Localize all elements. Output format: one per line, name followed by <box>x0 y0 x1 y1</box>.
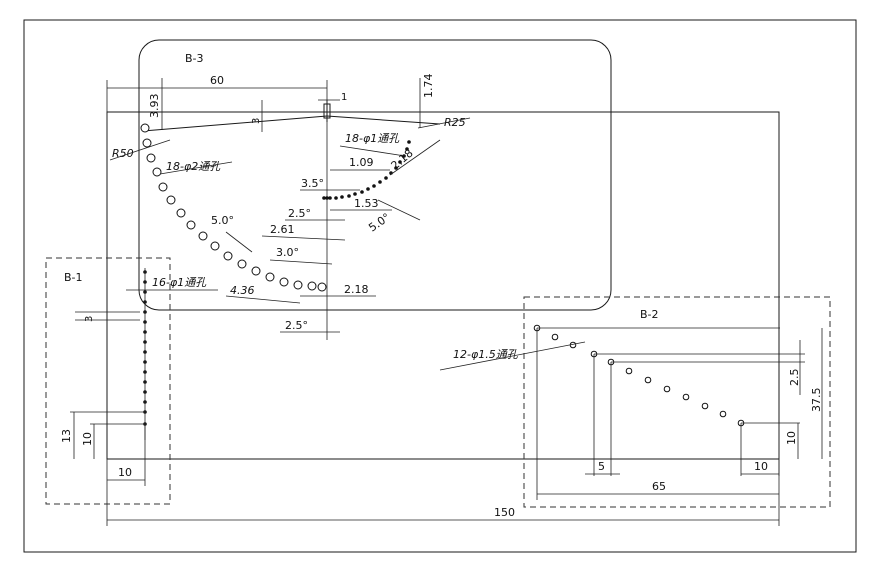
holes-18-phi2-leader <box>159 161 233 175</box>
dim-25b-label: 2.5° <box>285 319 308 332</box>
dim-60-label: 60 <box>210 74 224 87</box>
dim-436-label: 4.36 <box>230 284 255 297</box>
dim-153-label: 1.53 <box>354 197 379 210</box>
hole-row-12 <box>533 324 745 427</box>
dim-50a-label: 5.0° <box>366 211 392 235</box>
dim-5-label: 5 <box>598 460 605 473</box>
region-b3-label: B-3 <box>185 52 204 65</box>
dim-50b-label: 5.0° <box>211 214 234 227</box>
dim-50a-line <box>377 199 421 221</box>
holes-16-label: 16-φ1通孔 <box>152 276 207 289</box>
top-center-slot <box>323 103 331 119</box>
region-b2-outline <box>523 296 831 508</box>
hole-arc-18-phi2 <box>140 123 327 292</box>
drawing-frame <box>23 19 857 553</box>
holes-18-phi2-label: 18-φ2通孔 <box>166 160 221 173</box>
dim-30-label: 3.0° <box>276 246 299 259</box>
dim-35-label: 3.5° <box>301 177 324 190</box>
dim-261-label: 2.61 <box>270 223 295 236</box>
holes-18-phi1-label: 18-φ1通孔 <box>345 132 400 145</box>
dim-436-line <box>225 295 301 304</box>
dim-10h-label: 10 <box>118 466 132 479</box>
dim-65-label: 65 <box>652 480 666 493</box>
dim-25a-label: 2.5° <box>288 207 311 220</box>
dim-150-label: 150 <box>494 506 515 519</box>
dim-10v-label: 10 <box>81 432 94 446</box>
dim-3left-label: 3 <box>84 316 95 322</box>
hole-arc-18-phi1 <box>322 140 411 200</box>
dim-393-label: 3.93 <box>148 94 161 119</box>
dim-218b-label: 2.18 <box>344 283 369 296</box>
slant-line-right <box>326 115 441 125</box>
dim-10b-label: 10 <box>754 460 768 473</box>
holes-12-leader <box>439 341 586 371</box>
slant-line-left <box>142 115 328 132</box>
dim-109-label: 1.09 <box>349 156 374 169</box>
dim-13-label: 13 <box>60 429 73 443</box>
dim-261-line <box>261 235 346 241</box>
dim-1-label: 1 <box>341 92 347 103</box>
r50-leader <box>109 139 171 161</box>
dim-174-label: 1.74 <box>422 74 435 99</box>
dim-25r-label: 2.5 <box>788 369 801 387</box>
region-b2-label: B-2 <box>640 308 659 321</box>
r25-label: R25 <box>444 116 466 129</box>
dim-375-label: 37.5 <box>810 388 823 413</box>
region-b1-outline <box>45 257 171 505</box>
region-b3-outline <box>138 39 612 311</box>
dim-50b-line <box>225 231 253 253</box>
main-plate-outline <box>106 111 780 460</box>
holes-12-label: 12-φ1.5通孔 <box>453 348 519 361</box>
dim-218a-line <box>389 139 441 176</box>
holes-18-phi1-leader <box>339 145 406 157</box>
dim-30-line <box>269 259 333 265</box>
dim-10r-label: 10 <box>785 431 798 445</box>
r50-label: R50 <box>112 147 134 160</box>
r25-leader <box>417 117 471 129</box>
dim-3top-label: 3 <box>251 118 262 124</box>
region-b1-label: B-1 <box>64 271 83 284</box>
